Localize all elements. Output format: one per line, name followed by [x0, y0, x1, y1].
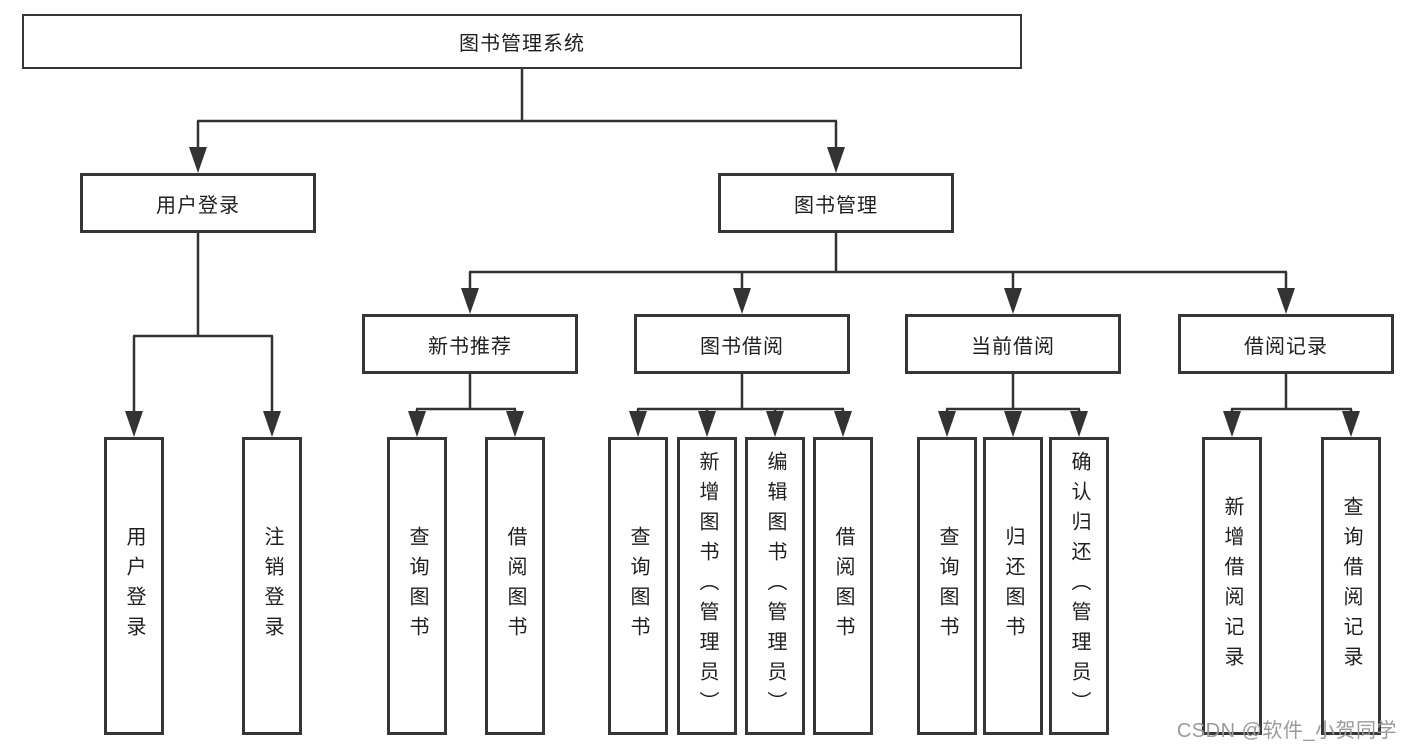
- leaf-query-book-borrow-label: 查询图书: [627, 526, 649, 646]
- leaf-query-book-current: 查询图书: [917, 437, 977, 735]
- leaf-confirm-return-admin: 确认归还（管理员）: [1049, 437, 1109, 735]
- node-book-management-label: 图书管理: [794, 194, 878, 217]
- node-book-borrow-label: 图书借阅: [700, 335, 784, 358]
- node-current-borrow-label: 当前借阅: [971, 335, 1055, 358]
- leaf-edit-book-admin-label: 编辑图书（管理员）: [764, 451, 786, 721]
- leaf-query-book-borrow: 查询图书: [608, 437, 668, 735]
- leaf-return-book: 归还图书: [983, 437, 1043, 735]
- csdn-watermark: CSDN @软件_小贺同学: [1176, 720, 1397, 742]
- node-book-management: 图书管理: [718, 173, 954, 233]
- leaf-add-borrow-record-label: 新增借阅记录: [1221, 496, 1243, 676]
- leaf-borrow-book-label: 借阅图书: [832, 526, 854, 646]
- leaf-query-borrow-record: 查询借阅记录: [1321, 437, 1381, 735]
- node-borrow-record-label: 借阅记录: [1244, 335, 1328, 358]
- node-borrow-record: 借阅记录: [1178, 314, 1394, 374]
- leaf-query-book-recommend: 查询图书: [387, 437, 447, 735]
- node-new-book-recommend-label: 新书推荐: [428, 335, 512, 358]
- leaf-query-book-recommend-label: 查询图书: [406, 526, 428, 646]
- node-root-label: 图书管理系统: [459, 33, 585, 55]
- leaf-add-book-admin: 新增图书（管理员）: [677, 437, 737, 735]
- leaf-logout-label: 注销登录: [261, 526, 283, 646]
- leaf-query-book-current-label: 查询图书: [936, 526, 958, 646]
- leaf-borrow-book-recommend: 借阅图书: [485, 437, 545, 735]
- node-current-borrow: 当前借阅: [905, 314, 1121, 374]
- leaf-user-login: 用户登录: [104, 437, 164, 735]
- leaf-user-login-label: 用户登录: [123, 526, 145, 646]
- node-new-book-recommend: 新书推荐: [362, 314, 578, 374]
- leaf-borrow-book-recommend-label: 借阅图书: [504, 526, 526, 646]
- node-book-borrow: 图书借阅: [634, 314, 850, 374]
- leaf-borrow-book: 借阅图书: [813, 437, 873, 735]
- leaf-add-borrow-record: 新增借阅记录: [1202, 437, 1262, 735]
- node-user-login-label: 用户登录: [156, 194, 240, 217]
- leaf-query-borrow-record-label: 查询借阅记录: [1340, 496, 1362, 676]
- leaf-confirm-return-admin-label: 确认归还（管理员）: [1068, 451, 1090, 721]
- leaf-logout: 注销登录: [242, 437, 302, 735]
- leaf-add-book-admin-label: 新增图书（管理员）: [696, 451, 718, 721]
- node-root: 图书管理系统: [22, 14, 1022, 69]
- leaf-edit-book-admin: 编辑图书（管理员）: [745, 437, 805, 735]
- node-user-login: 用户登录: [80, 173, 316, 233]
- leaf-return-book-label: 归还图书: [1002, 526, 1024, 646]
